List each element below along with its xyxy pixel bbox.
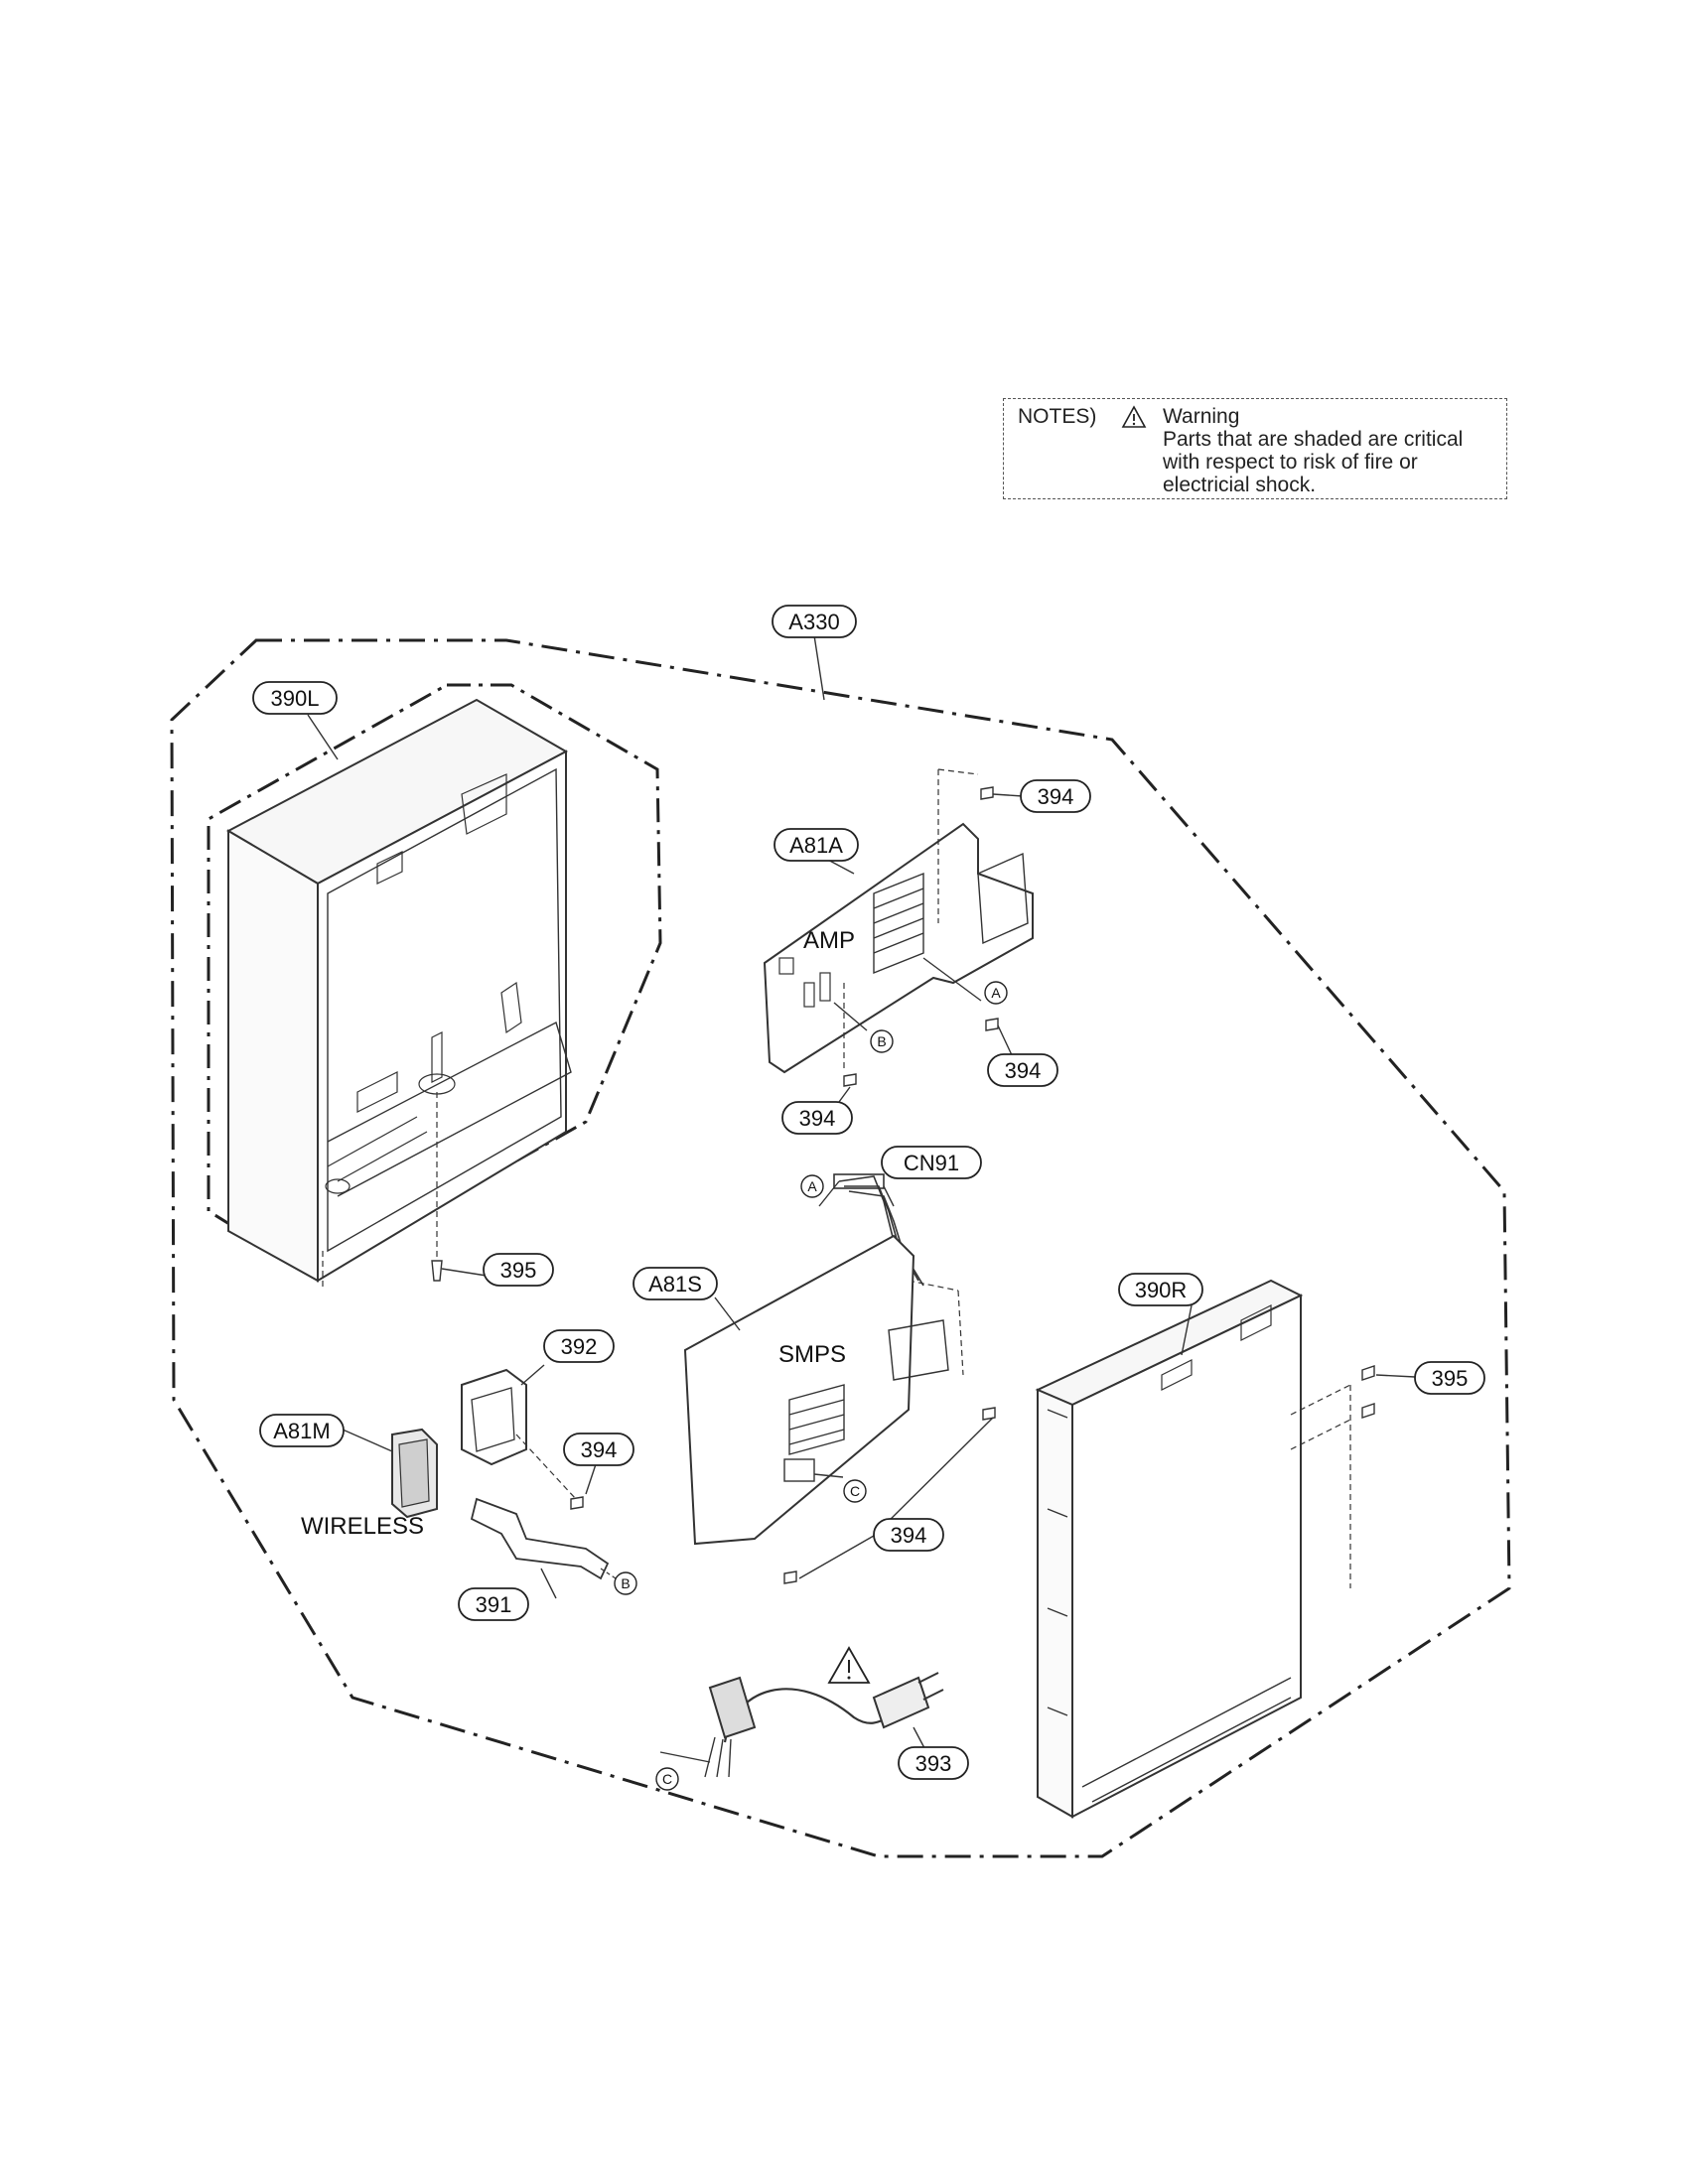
connector-a-cn91-text: A: [807, 1178, 817, 1194]
connector-c-smps: [843, 1479, 867, 1503]
callout-a81s-text: A81S: [648, 1272, 702, 1297]
callout-393: [898, 1746, 969, 1780]
callout-a81a-text: A81A: [789, 833, 843, 858]
callout-390l-text: 390L: [271, 686, 320, 711]
callout-cn91-text: CN91: [904, 1151, 959, 1175]
callout-394-mid-text: 394: [799, 1106, 836, 1131]
callout-394-top: [1020, 779, 1091, 813]
cabinet-right-390r: [1035, 1279, 1304, 1819]
callout-394-smps: [873, 1518, 944, 1552]
callout-390r-text: 390R: [1135, 1278, 1188, 1302]
flat-cable-391: [470, 1497, 610, 1580]
smps-board-a81s: [683, 1234, 949, 1546]
callout-390r: [1118, 1273, 1203, 1306]
callout-395-right: [1414, 1361, 1485, 1395]
callout-394-top-text: 394: [1038, 784, 1074, 809]
amp-board-a81a: [763, 822, 1034, 1074]
notes-line: electricial shock.: [1163, 474, 1317, 496]
warning-triangle-icon: [827, 1646, 871, 1684]
callout-cn91: [881, 1146, 982, 1179]
callout-a330-text: A330: [788, 610, 839, 634]
connector-b-amp-text: B: [877, 1033, 886, 1049]
wireless-module-a81m: [391, 1428, 438, 1519]
boundary-390l: [207, 683, 662, 1278]
callout-395-left: [483, 1253, 554, 1287]
callout-394-right-text: 394: [1005, 1058, 1042, 1083]
callout-390l: [252, 681, 338, 715]
notes-box: NOTES) Warning Parts that are shaded are…: [1003, 398, 1507, 499]
notes-text: Warning Parts that are shaded are critic…: [1163, 405, 1463, 496]
callout-a81a: [774, 828, 859, 862]
callout-395-right-text: 395: [1432, 1366, 1469, 1391]
cabinet-left-390l: [225, 698, 572, 1283]
connector-b-cable: [614, 1571, 637, 1595]
callout-392: [543, 1329, 615, 1363]
callout-392-text: 392: [561, 1334, 598, 1359]
callout-a81s: [633, 1267, 718, 1300]
connector-b-amp: [870, 1029, 894, 1053]
connector-c-smps-text: C: [850, 1483, 860, 1499]
bracket-392: [461, 1368, 527, 1466]
assembly-boundary-a330: [170, 638, 1511, 1858]
connector-a-right-text: A: [991, 985, 1001, 1001]
warning-triangle-icon: [1121, 405, 1147, 428]
connector-c-cord-text: C: [662, 1771, 672, 1787]
label-wireless: WIRELESS: [301, 1513, 424, 1540]
callout-391: [458, 1587, 529, 1621]
label-smps: SMPS: [778, 1341, 846, 1368]
callout-394-wireless: [563, 1433, 634, 1466]
connector-c-cord: [655, 1767, 679, 1791]
notes-line: with respect to risk of fire or: [1163, 451, 1418, 474]
notes-title: Warning: [1163, 405, 1240, 428]
callout-393-text: 393: [915, 1751, 952, 1776]
callout-394-mid: [781, 1101, 853, 1135]
callout-395-left-text: 395: [500, 1258, 537, 1283]
callout-a81m-text: A81M: [273, 1419, 330, 1443]
callout-391-text: 391: [476, 1592, 512, 1617]
connector-a-right: [984, 981, 1008, 1005]
callout-394-right: [987, 1053, 1058, 1087]
callout-a330: [772, 605, 857, 638]
connector-b-cable-text: B: [621, 1575, 630, 1591]
notes-label: NOTES): [1018, 405, 1097, 428]
label-amp: AMP: [803, 927, 855, 954]
notes-line: Parts that are shaded are critical: [1163, 428, 1464, 451]
callout-394-smps-text: 394: [891, 1523, 927, 1548]
callout-a81m: [259, 1414, 345, 1447]
connector-a-cn91: [800, 1174, 824, 1198]
callout-394-wireless-text: 394: [581, 1437, 618, 1462]
power-cord-393: [704, 1672, 944, 1778]
leader-lines: [307, 634, 1416, 1766]
